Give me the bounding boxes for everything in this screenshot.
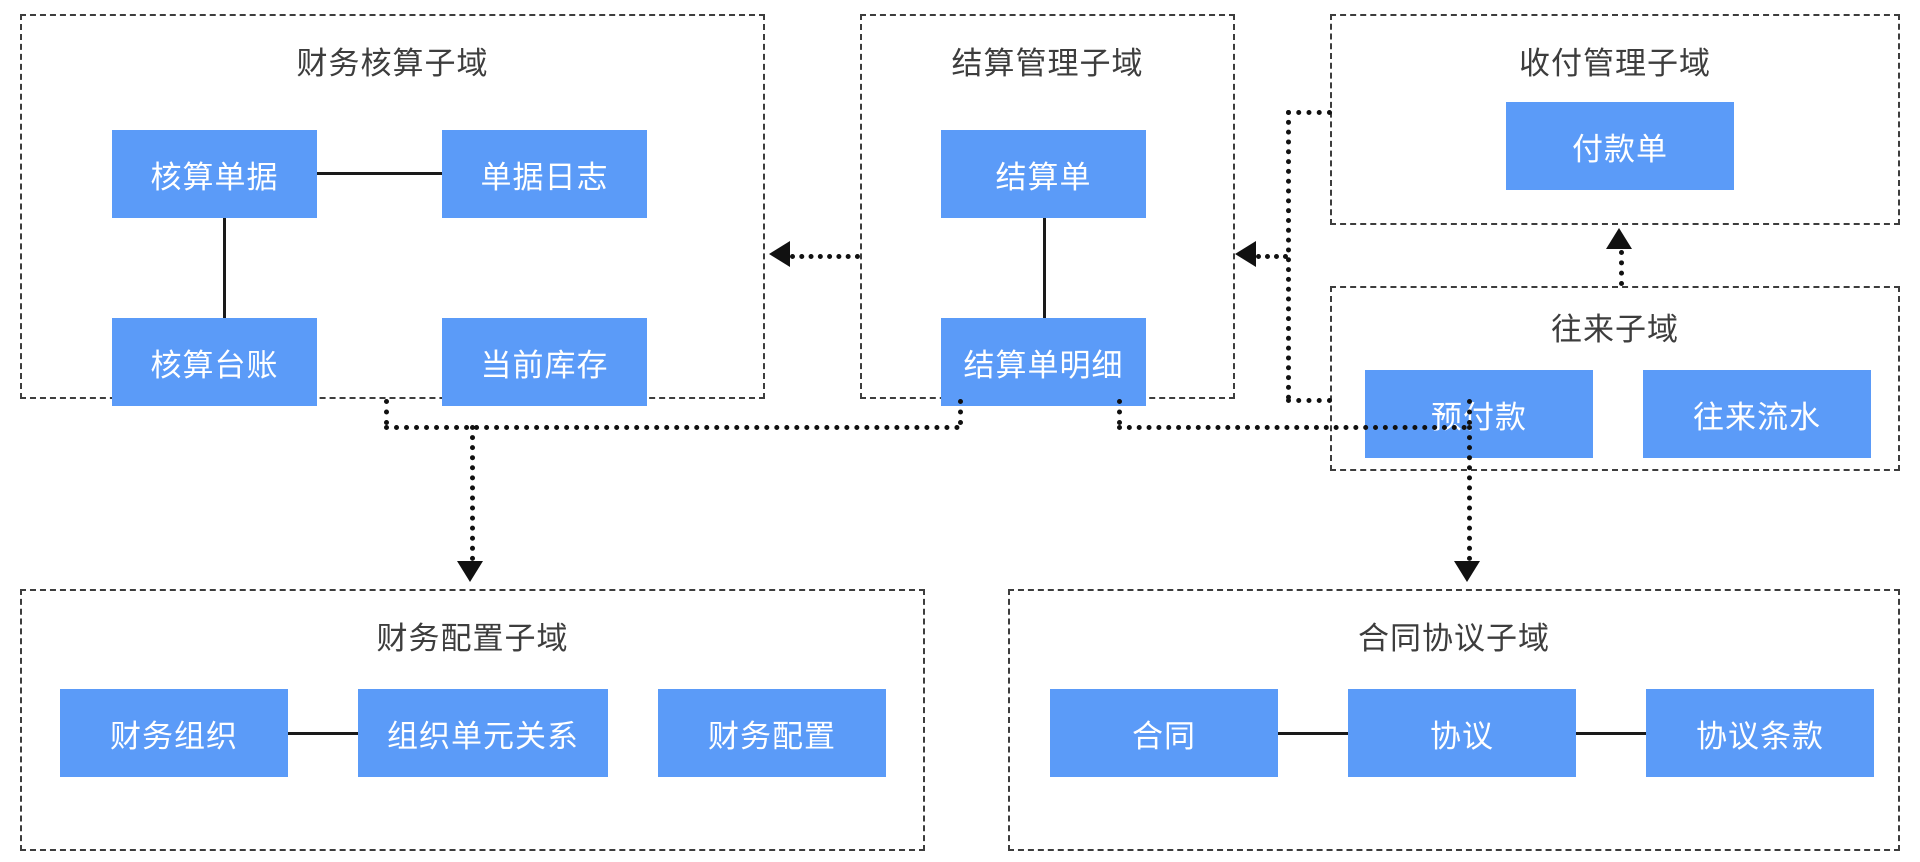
entity-hetong[interactable]: 合同 bbox=[1050, 689, 1278, 777]
subdomain-current-account[interactable]: 往来子域 bbox=[1330, 286, 1900, 471]
link-hesuandanju-danjurizhi bbox=[317, 172, 442, 175]
dependency-to-config-arrow bbox=[457, 561, 483, 582]
dependency-accounting-down-stub bbox=[384, 399, 389, 425]
subdomain-title-finance-config: 财务配置子域 bbox=[376, 621, 569, 656]
subdomain-title-payment: 收付管理子域 bbox=[1519, 46, 1711, 81]
dependency-right-bracket-vertical bbox=[1286, 110, 1291, 400]
subdomain-accounting[interactable]: 财务核算子域 bbox=[20, 14, 765, 399]
entity-hesuan-taizhang[interactable]: 核算台账 bbox=[112, 318, 317, 406]
entity-caiwu-zuzhi[interactable]: 财务组织 bbox=[60, 689, 288, 777]
dependency-current-account-to-payment-line bbox=[1619, 250, 1624, 286]
dependency-settlement-to-accounting-line bbox=[790, 254, 860, 259]
entity-zuzhi-danyuan-guanxi[interactable]: 组织单元关系 bbox=[358, 689, 608, 777]
entity-jiesuan-dan[interactable]: 结算单 bbox=[941, 130, 1146, 218]
subdomain-finance-config[interactable]: 财务配置子域 bbox=[20, 589, 925, 851]
entity-wanglai-liushui[interactable]: 往来流水 bbox=[1643, 370, 1871, 458]
link-jiesuandan-mingxi bbox=[1043, 218, 1046, 318]
entity-fukuan-dan[interactable]: 付款单 bbox=[1506, 102, 1734, 190]
dependency-payment-to-bracket bbox=[1286, 110, 1332, 115]
subdomain-title-accounting: 财务核算子域 bbox=[296, 46, 489, 81]
entity-danju-rizhi[interactable]: 单据日志 bbox=[442, 130, 647, 218]
dependency-to-contract-vertical bbox=[1467, 425, 1472, 561]
entity-hesuan-danju[interactable]: 核算单据 bbox=[112, 130, 317, 218]
link-hesuandanju-hesuantaizhang bbox=[223, 218, 226, 318]
subdomain-payment[interactable]: 收付管理子域 bbox=[1330, 14, 1900, 225]
dependency-settlement-down-stub bbox=[958, 399, 963, 425]
link-caiwuzuzhi-zuzhidanyuanguanxi bbox=[288, 732, 358, 735]
subdomain-contract[interactable]: 合同协议子域 bbox=[1008, 589, 1900, 851]
dependency-settlement-currentaccount-to-contract-line bbox=[1117, 425, 1467, 430]
dependency-accounting-settlement-to-config-line bbox=[384, 425, 960, 430]
entity-yufu-kuan[interactable]: 预付款 bbox=[1365, 370, 1593, 458]
subdomain-title-current-account: 往来子域 bbox=[1551, 312, 1679, 347]
entity-caiwu-peizhi[interactable]: 财务配置 bbox=[658, 689, 886, 777]
dependency-settlement-to-accounting-arrow bbox=[769, 241, 790, 267]
dependency-to-config-vertical bbox=[470, 425, 475, 561]
entity-jiesuan-dan-mingxi[interactable]: 结算单明细 bbox=[941, 318, 1146, 406]
entity-xieyi[interactable]: 协议 bbox=[1348, 689, 1576, 777]
dependency-current-account-down-stub bbox=[1467, 399, 1472, 425]
link-xieyi-xieyitiaokuan bbox=[1576, 732, 1646, 735]
subdomain-title-contract: 合同协议子域 bbox=[1358, 621, 1550, 656]
dependency-current-account-to-payment-arrow bbox=[1606, 228, 1632, 249]
link-hetong-xieyi bbox=[1278, 732, 1348, 735]
dependency-bracket-to-settlement-line bbox=[1256, 254, 1288, 259]
entity-dangqian-kucun[interactable]: 当前库存 bbox=[442, 318, 647, 406]
dependency-to-contract-arrow bbox=[1454, 561, 1480, 582]
dependency-settlement-right-down-stub bbox=[1117, 399, 1122, 425]
dependency-current-account-to-bracket bbox=[1286, 398, 1332, 403]
dependency-bracket-to-settlement-arrow bbox=[1235, 241, 1256, 267]
subdomain-title-settlement: 结算管理子域 bbox=[951, 46, 1144, 81]
entity-xieyi-tiaokuan[interactable]: 协议条款 bbox=[1646, 689, 1874, 777]
